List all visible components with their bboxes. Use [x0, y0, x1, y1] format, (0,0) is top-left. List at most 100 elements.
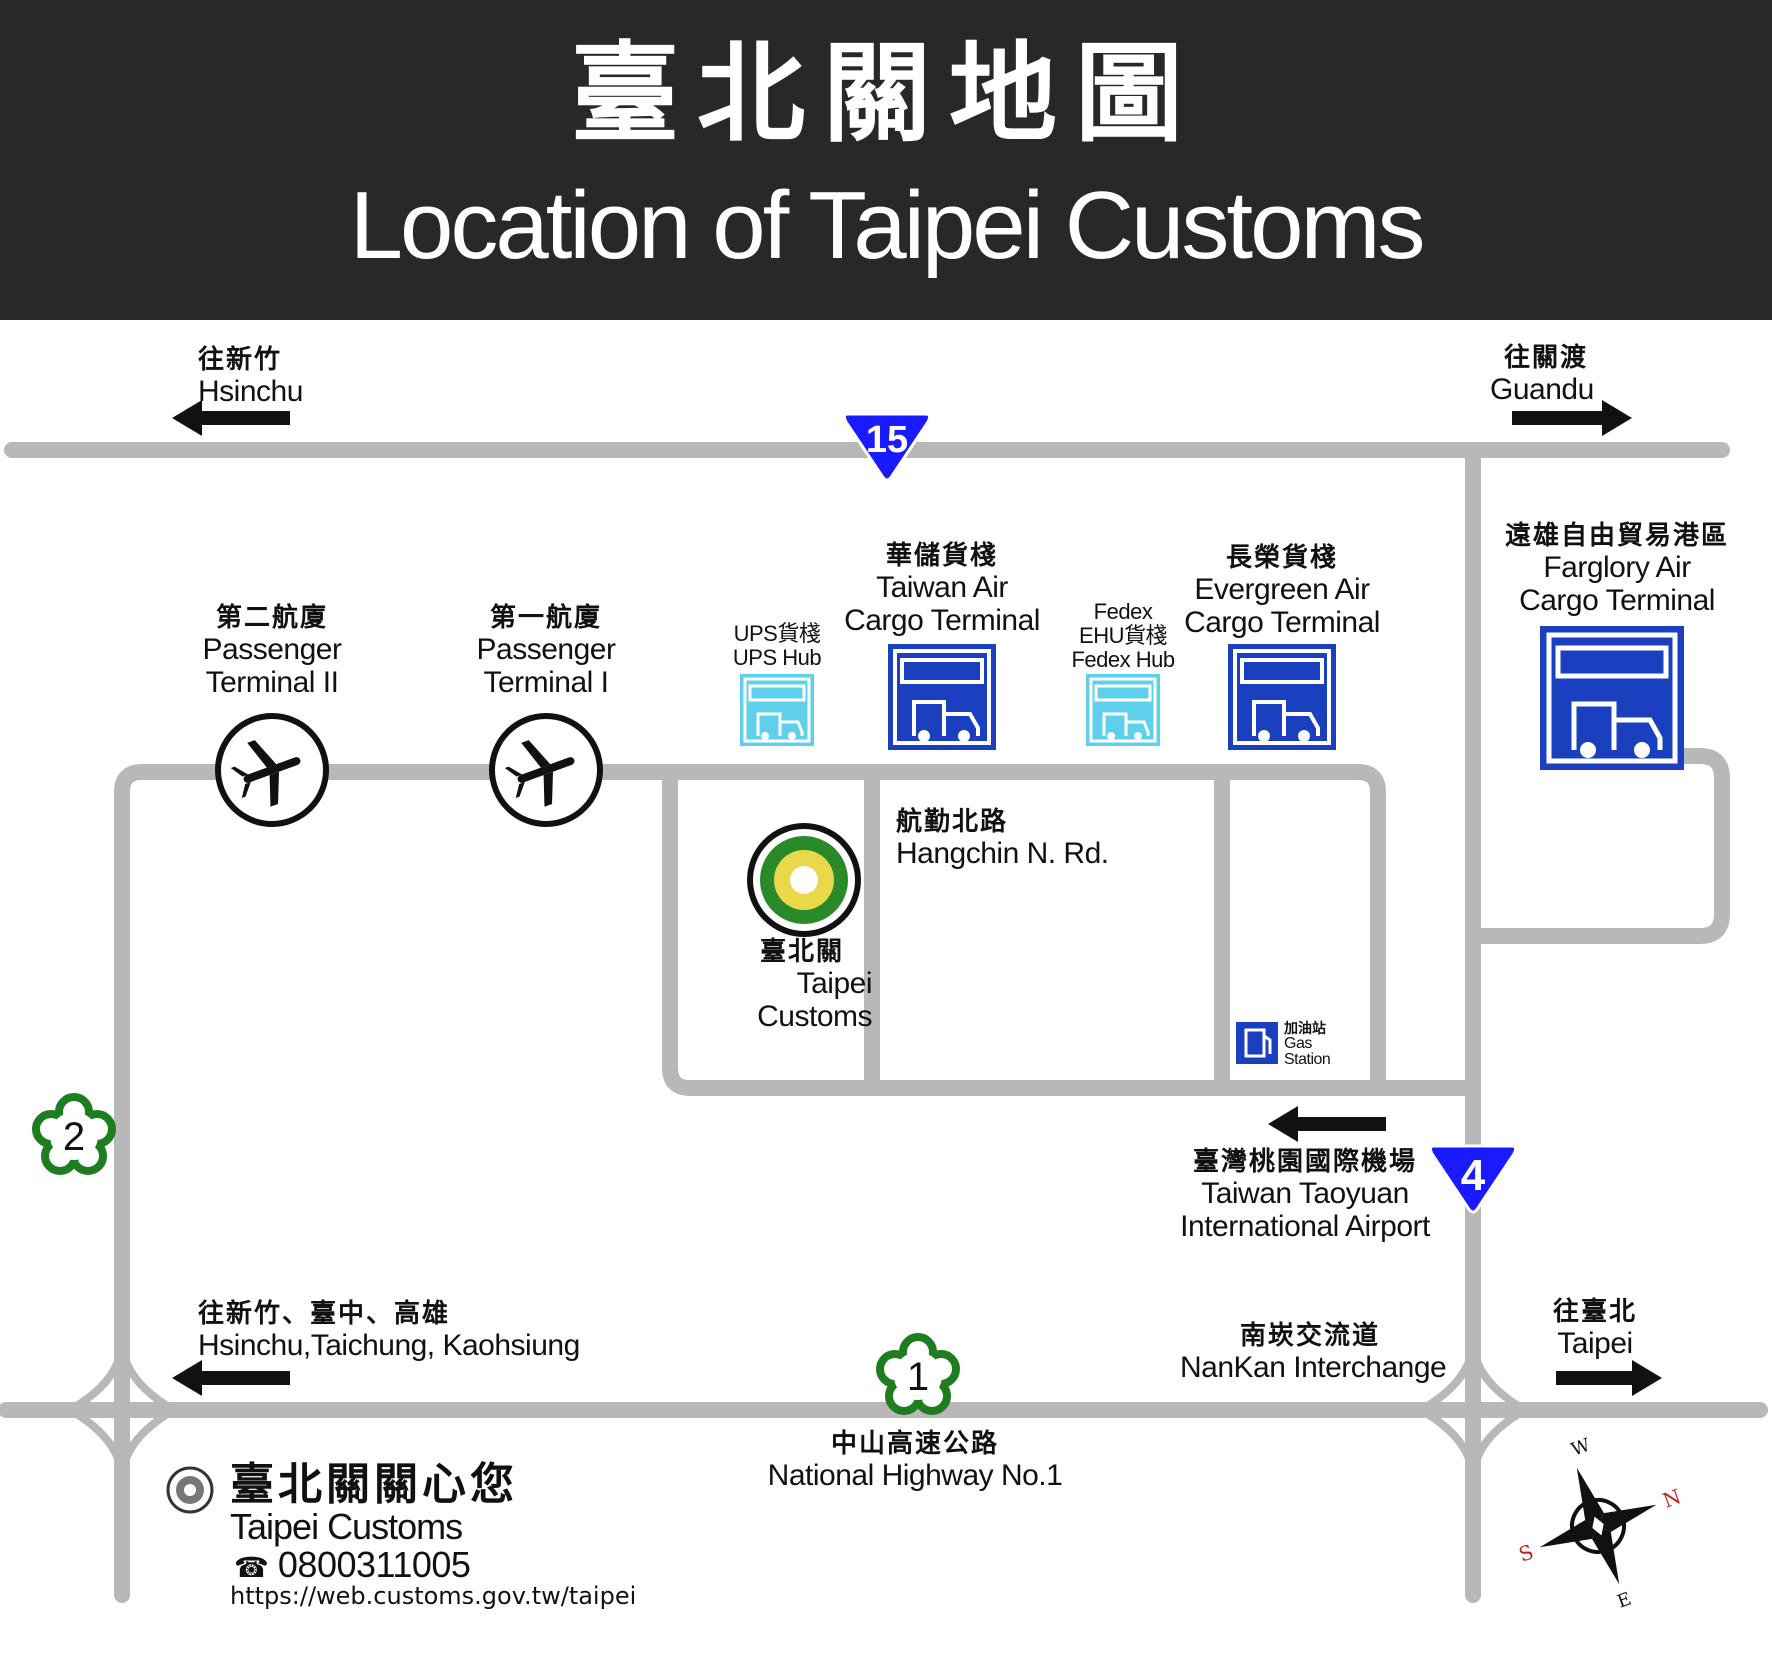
- route-4-shield-icon: 4: [1428, 1144, 1518, 1214]
- national-highway-label: 中山高速公路 National Highway No.1: [760, 1430, 1070, 1492]
- hangchin-road-en: Hangchin N. Rd.: [896, 836, 1109, 870]
- route-1-plum-shield-icon: 1: [876, 1333, 960, 1415]
- footer-phone: 0800311005: [277, 1543, 471, 1585]
- fedex-hub-line2: EHU貨棧: [1079, 623, 1167, 649]
- hangchin-road-zh: 航勤北路: [896, 807, 1009, 837]
- evergreen-en-line2: Cargo Terminal: [1184, 605, 1380, 639]
- farglory-en-line1: Farglory Air: [1543, 550, 1691, 584]
- airport-label: 臺灣桃園國際機場 Taiwan Taoyuan International Ai…: [1180, 1148, 1430, 1243]
- fedex-hub-label: Fedex EHU貨棧 Fedex Hub: [1064, 599, 1182, 673]
- nankan-interchange-en: NanKan Interchange: [1180, 1350, 1447, 1384]
- footer-slogan-zh: 臺北關關心您: [230, 1459, 518, 1510]
- direction-taipei-zh: 往臺北: [1552, 1297, 1637, 1327]
- map-title-english: Location of Taipei Customs: [349, 172, 1426, 279]
- compass-s-label: S: [1516, 1539, 1537, 1566]
- evergreen-zh: 長榮貨棧: [1225, 543, 1338, 573]
- direction-hsinchu-label: 往新竹 Hsinchu: [198, 346, 303, 408]
- arrow-right-taipei-icon: [1556, 1360, 1662, 1396]
- footer-url-link[interactable]: https://web.customs.gov.tw/taipei: [230, 1581, 637, 1610]
- direction-guandu-zh: 往關渡: [1504, 343, 1589, 373]
- farglory-zh: 遠雄自由貿易港區: [1504, 521, 1729, 551]
- taipei-customs-zh: 臺北關: [759, 937, 844, 967]
- terminal-1-zh: 第一航廈: [489, 603, 602, 633]
- gas-station-label: 加油站 Gas Station: [1284, 1021, 1331, 1068]
- taiwan-air-en-line2: Cargo Terminal: [844, 603, 1040, 637]
- direction-south-en: Hsinchu,Taichung, Kaohsiung: [198, 1328, 580, 1362]
- gas-station-en-line2: Station: [1284, 1051, 1331, 1068]
- route-15-number: 15: [866, 419, 908, 461]
- gas-station-en-line1: Gas: [1284, 1035, 1312, 1052]
- route-4-number: 4: [1461, 1151, 1486, 1200]
- road-farglory-loop: [1465, 748, 1730, 944]
- hangchin-road-label: 航勤北路 Hangchin N. Rd.: [896, 808, 1109, 870]
- evergreen-en-line1: Evergreen Air: [1194, 572, 1370, 606]
- gas-station-zh: 加油站: [1284, 1021, 1326, 1037]
- fedex-hub-icon: [1086, 674, 1160, 746]
- route-2-number: 2: [63, 1115, 85, 1159]
- terminal-1-label: 第一航廈 Passenger Terminal I: [446, 604, 646, 699]
- taiwan-air-en-line1: Taiwan Air: [876, 570, 1008, 604]
- compass-icon: [1539, 1467, 1657, 1585]
- map-title-chinese: 臺北關地圖: [570, 31, 1201, 157]
- direction-taipei-label: 往臺北 Taipei: [1540, 1298, 1650, 1360]
- fedex-hub-line3: Fedex Hub: [1071, 647, 1175, 673]
- taipei-customs-emblem-icon: [747, 823, 861, 937]
- evergreen-cargo-icon: [1228, 644, 1336, 750]
- terminal-2-en-line2: Terminal II: [205, 665, 339, 699]
- ups-hub-icon: [740, 674, 814, 746]
- nankan-interchange-zh: 南崁交流道: [1239, 1321, 1380, 1351]
- farglory-en-line2: Cargo Terminal: [1519, 583, 1715, 617]
- compass-w-label: W: [1569, 1434, 1594, 1460]
- taipei-customs-en-line1: Taipei: [796, 966, 873, 1000]
- ups-hub-en: UPS Hub: [732, 645, 822, 671]
- airport-zh: 臺灣桃園國際機場: [1192, 1147, 1417, 1177]
- national-highway-zh: 中山高速公路: [830, 1429, 999, 1459]
- ups-hub-zh: UPS貨棧: [733, 621, 821, 646]
- evergreen-cargo-label: 長榮貨棧 Evergreen Air Cargo Terminal: [1172, 544, 1392, 639]
- direction-south-zh: 往新竹、臺中、高雄: [198, 1299, 451, 1329]
- terminal-1-en-line1: Passenger: [476, 632, 616, 666]
- route-2-plum-shield-icon: 2: [32, 1093, 116, 1175]
- arrow-left-south-icon: [172, 1360, 290, 1396]
- taipei-customs-en-line2: Customs: [757, 999, 872, 1033]
- direction-hsinchu-zh: 往新竹: [198, 345, 283, 375]
- footer-customs-emblem-icon: [166, 1466, 214, 1514]
- taipei-customs-location-label: 臺北關 Taipei Customs: [732, 938, 872, 1033]
- terminal-1-en-line2: Terminal I: [483, 665, 609, 699]
- direction-taipei-en: Taipei: [1557, 1326, 1633, 1360]
- direction-hsinchu-en: Hsinchu: [198, 374, 303, 408]
- taiwan-air-zh: 華儲貨棧: [885, 541, 998, 571]
- phone-icon: ☎: [234, 1551, 269, 1583]
- terminal-2-zh: 第二航廈: [215, 603, 328, 633]
- national-highway-en: National Highway No.1: [767, 1458, 1063, 1492]
- compass-n-label: N: [1660, 1484, 1685, 1513]
- terminal-2-label: 第二航廈 Passenger Terminal II: [172, 604, 372, 699]
- direction-guandu-label: 往關渡 Guandu: [1490, 344, 1594, 406]
- road-hangchin-loop: [662, 764, 1481, 1096]
- footer-name-en: Taipei Customs: [230, 1506, 463, 1548]
- taiwan-air-cargo-label: 華儲貨棧 Taiwan Air Cargo Terminal: [832, 542, 1052, 637]
- taiwan-air-cargo-icon: [888, 644, 996, 750]
- arrow-right-guandu-icon: [1512, 400, 1632, 436]
- farglory-cargo-icon: [1540, 626, 1684, 770]
- footer-contact-block: 臺北關關心您 Taipei Customs ☎ 0800311005 https…: [230, 1459, 637, 1610]
- farglory-cargo-label: 遠雄自由貿易港區 Farglory Air Cargo Terminal: [1482, 522, 1752, 617]
- route-15-shield-icon: 15: [842, 412, 932, 482]
- airport-en-line2: International Airport: [1180, 1209, 1430, 1243]
- direction-guandu-en: Guandu: [1490, 372, 1594, 406]
- terminal-2-airplane-icon: [215, 713, 329, 827]
- terminal-2-en-line1: Passenger: [202, 632, 342, 666]
- route-1-number: 1: [907, 1355, 929, 1399]
- arrow-left-hsinchu-icon: [172, 400, 290, 436]
- terminal-1-airplane-icon: [489, 713, 603, 827]
- road-route-2: [114, 764, 1386, 1603]
- fedex-hub-line1: Fedex: [1093, 599, 1153, 624]
- direction-south-label: 往新竹、臺中、高雄 Hsinchu,Taichung, Kaohsiung: [198, 1300, 580, 1362]
- ups-hub-label: UPS貨棧 UPS Hub: [722, 621, 832, 671]
- nankan-interchange-label: 南崁交流道 NanKan Interchange: [1180, 1321, 1447, 1384]
- compass-e-label: E: [1615, 1588, 1635, 1612]
- gas-station-icon: [1236, 1022, 1278, 1064]
- title-banner: 臺北關地圖 Location of Taipei Customs: [0, 0, 1772, 320]
- airport-en-line1: Taiwan Taoyuan: [1201, 1176, 1409, 1210]
